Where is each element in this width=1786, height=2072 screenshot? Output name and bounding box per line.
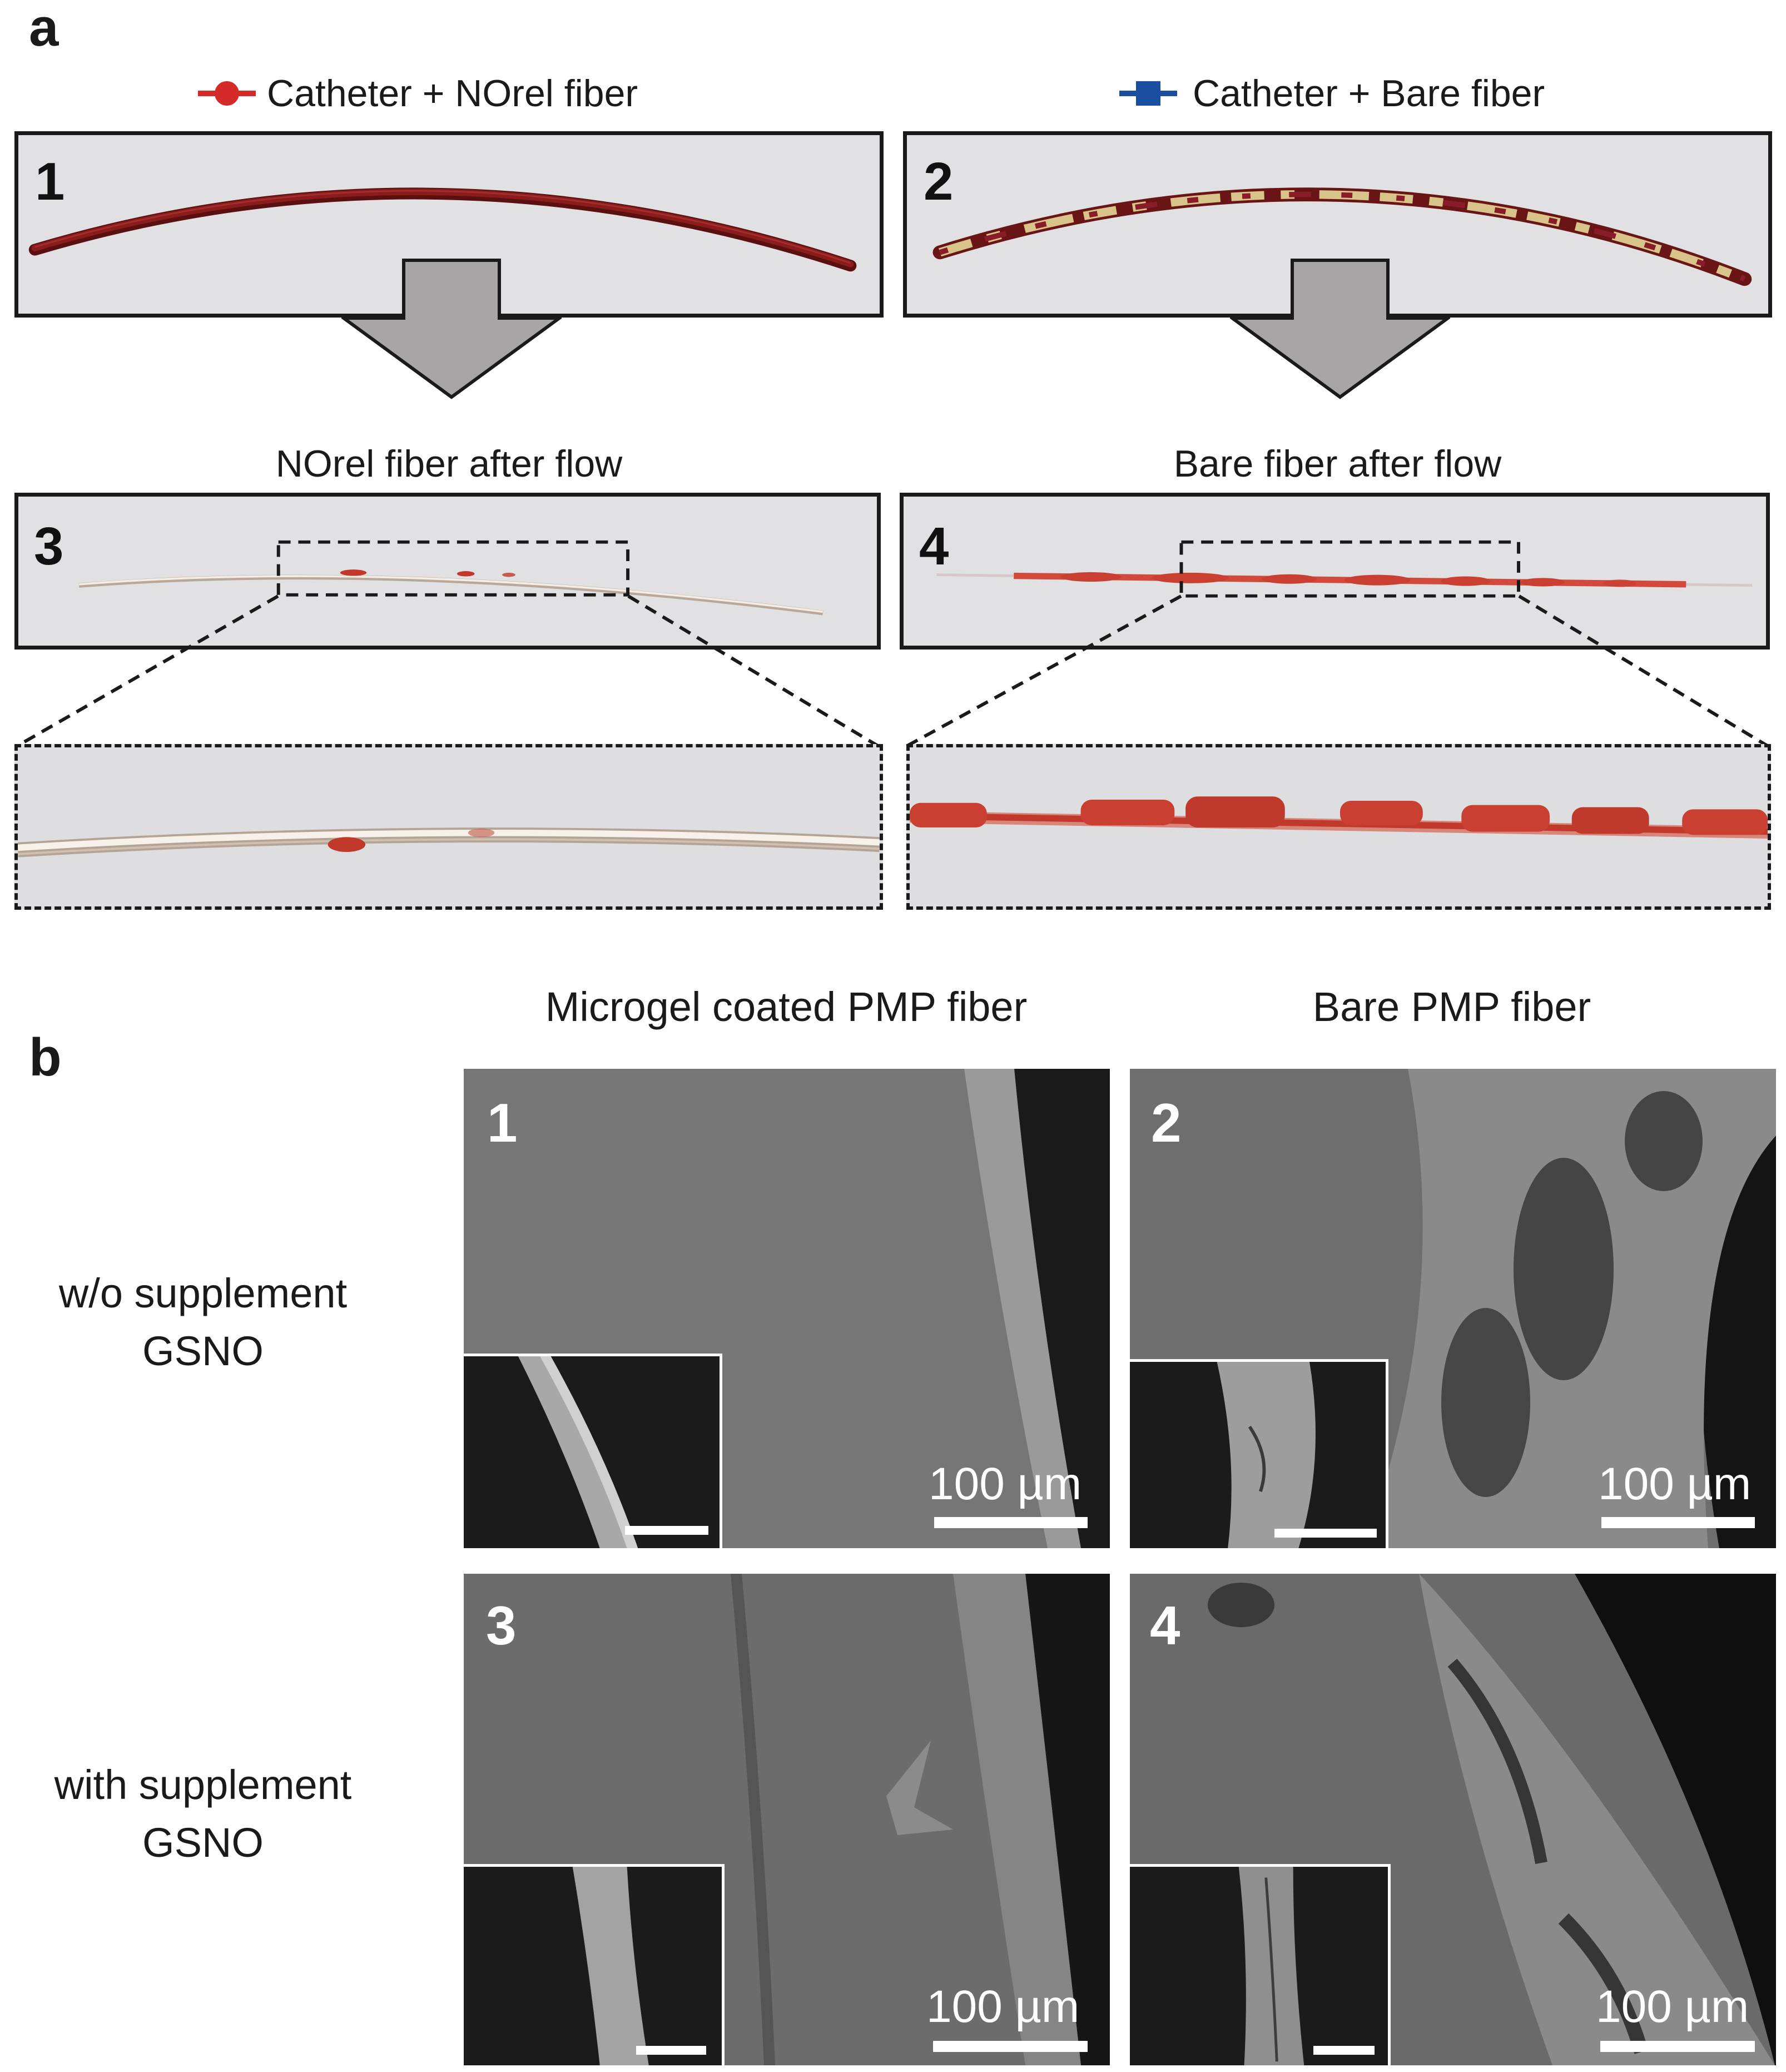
photo-number: 2	[924, 152, 954, 211]
row-label-without-gsno: w/o supplement GSNO	[58, 1270, 348, 1374]
scale-bar	[933, 2041, 1088, 2052]
sem-inset-microgel-without-gsno	[464, 1354, 722, 1548]
legend-label-bare: Catheter + Bare fiber	[1193, 72, 1545, 115]
photo-number: 4	[919, 517, 949, 576]
inset-scale-bar	[625, 1526, 708, 1535]
sem-image-bare-with-gsno: 4 100 µm	[1130, 1574, 1776, 2065]
sem-image-microgel-with-gsno: 3 100 µm	[464, 1574, 1110, 2065]
legend-marker-norel-icon	[198, 81, 256, 106]
scale-bar	[1600, 2041, 1755, 2052]
sem-inset-microgel-with-gsno	[464, 1864, 725, 2065]
zoom-photo-norel-fiber	[14, 744, 883, 910]
column-header-microgel: Microgel coated PMP fiber	[545, 984, 1028, 1030]
photo-number: 1	[35, 152, 65, 211]
photo-catheter-bare: 2	[903, 131, 1772, 318]
image-number: 3	[486, 1595, 517, 1656]
scale-label: 100 µm	[929, 1459, 1082, 1509]
arrow-down-icon	[341, 259, 562, 399]
inset-scale-bar	[636, 2046, 706, 2055]
legend-marker-bare-icon	[1119, 81, 1177, 106]
photo-number: 3	[34, 517, 64, 576]
zoom-connector-lines	[16, 594, 1769, 748]
panel-a-letter: a	[29, 0, 59, 57]
caption-bare-after-flow: Bare fiber after flow	[1173, 443, 1502, 485]
scale-label: 100 µm	[926, 1981, 1080, 2032]
column-header-bare: Bare PMP fiber	[1312, 984, 1591, 1030]
panel-b-letter: b	[29, 1028, 62, 1087]
inset-scale-bar	[1313, 2046, 1375, 2055]
photo-bare-fiber-after-flow: 4	[900, 493, 1770, 650]
image-number: 2	[1151, 1092, 1182, 1153]
scale-bar	[934, 1517, 1088, 1528]
caption-norel-after-flow: NOrel fiber after flow	[275, 443, 623, 485]
scale-label: 100 µm	[1598, 1459, 1752, 1509]
row-label-with-gsno: with supplement GSNO	[54, 1762, 352, 1866]
inset-scale-bar	[1274, 1529, 1377, 1538]
image-number: 4	[1150, 1595, 1180, 1656]
sem-image-bare-without-gsno: 2 100 µm	[1130, 1069, 1776, 1548]
sem-inset-bare-with-gsno	[1130, 1864, 1391, 2065]
scale-label: 100 µm	[1596, 1981, 1749, 2032]
sem-inset-bare-without-gsno	[1130, 1359, 1388, 1548]
image-number: 1	[487, 1092, 518, 1153]
arrow-down-icon	[1230, 259, 1450, 399]
legend-label-norel: Catheter + NOrel fiber	[267, 72, 638, 115]
sem-image-microgel-without-gsno: 1 100 µm	[464, 1069, 1110, 1548]
scale-bar	[1601, 1517, 1755, 1528]
photo-norel-fiber-after-flow: 3	[14, 493, 881, 650]
zoom-photo-bare-fiber	[906, 744, 1771, 910]
